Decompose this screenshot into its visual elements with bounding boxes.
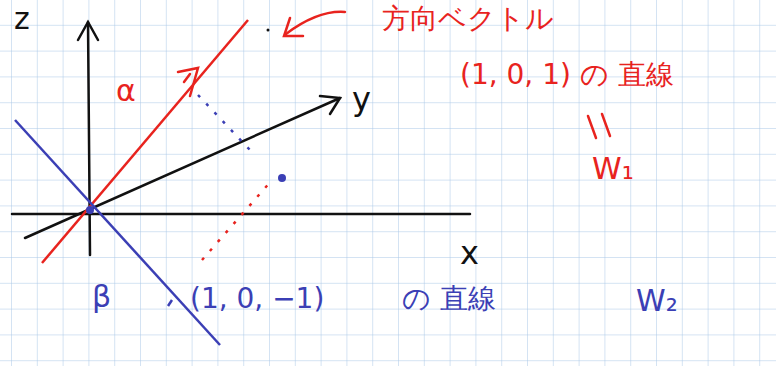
axis-label: y [352,82,371,117]
subspace-label: W₂ [636,284,678,317]
annotation: (1, 0, 1) の 直線 [460,60,674,91]
annotation: (1, 0, −1) [190,284,324,315]
axis-label: z [14,2,30,35]
axis-label: x [460,236,479,271]
origin-dot [86,206,94,214]
red-mark [178,68,198,96]
projection-dotted [202,180,272,260]
pointer-arrow [286,12,345,34]
pointer-arrowhead [284,18,303,36]
annotation: 方向ベクトル [382,4,554,35]
equals-mark [588,114,610,138]
line-w2 [15,120,220,345]
tick-mark [168,300,172,306]
line-w1 [42,20,248,263]
dot [267,29,270,32]
subspace-label: W₁ [592,152,634,185]
annotation: の 直線 [402,284,496,315]
y-axis [25,98,340,238]
projection-dotted [198,95,250,150]
z-axis [88,22,90,255]
line-label: β [92,280,111,313]
y-arrowhead [320,96,340,114]
point-dot [278,174,286,182]
line-label: α [116,74,136,107]
z-arrowhead [78,22,98,40]
